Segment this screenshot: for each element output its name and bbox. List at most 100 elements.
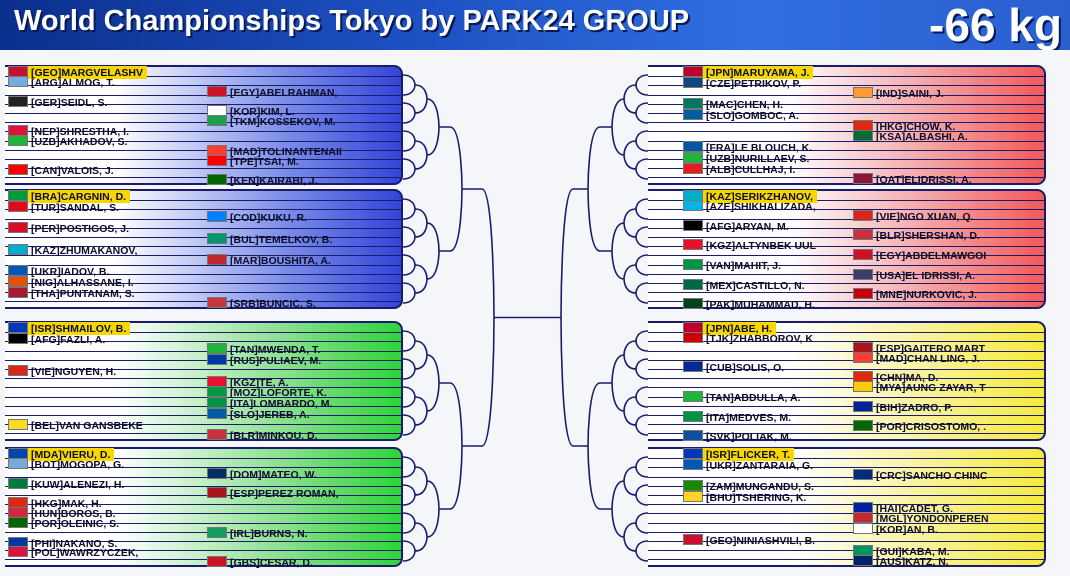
country-code: [KUW] xyxy=(31,478,64,491)
country-flag-icon xyxy=(683,258,703,270)
row-divider xyxy=(648,94,1044,96)
row-divider xyxy=(5,513,401,515)
pool-7 xyxy=(648,321,1046,441)
athlete-entry: [TPE]TSAI, M. xyxy=(207,154,299,168)
country-flag-icon xyxy=(8,200,28,212)
athlete-entry: [GEO]NINIASHVILI, B. xyxy=(683,533,815,547)
row-divider xyxy=(648,415,1044,416)
athlete-name: JEREB, A. xyxy=(258,408,310,421)
country-flag-icon xyxy=(683,66,703,77)
row-divider xyxy=(648,301,1044,303)
country-code: [GER] xyxy=(31,96,61,109)
country-code: [IND] xyxy=(876,88,902,101)
seeded-athlete: [JPN]MARUYAMA, J. xyxy=(683,66,814,79)
athlete-name: TEMELKOV, B. xyxy=(258,233,333,246)
seeded-athlete: [MDA]VIERU, D. xyxy=(8,448,115,461)
first-round-curve xyxy=(402,512,416,534)
athlete-name: SANCHO CHINC xyxy=(905,470,988,483)
athlete-name: POSTIGOS, J. xyxy=(59,223,130,236)
athlete-entry: [TJK]ZHABBOROV, K xyxy=(683,331,813,345)
athlete-name: AN, B. xyxy=(906,524,938,537)
country-flag-icon xyxy=(853,381,873,392)
athlete-name: GAITERO MART xyxy=(904,342,986,355)
athlete-name: MWENDA, T. xyxy=(257,344,321,357)
country-code: [AZE] xyxy=(706,200,734,213)
athlete-name: NGUYEN, H. xyxy=(54,365,117,378)
second-round-curve xyxy=(623,466,637,496)
country-flag-icon xyxy=(207,386,227,398)
row-divider xyxy=(648,495,1044,496)
row-divider xyxy=(648,200,1044,202)
athlete-name: AUNG ZAYAR, T xyxy=(905,382,986,394)
row-divider xyxy=(5,200,401,202)
country-flag-icon xyxy=(8,457,28,469)
row-divider xyxy=(5,177,401,179)
athlete-entry: [ALB]CULLHAJ, I. xyxy=(683,162,795,176)
country-code: [NEP] xyxy=(31,126,60,138)
country-code: [BUL] xyxy=(230,233,259,246)
country-flag-icon xyxy=(683,533,703,545)
country-flag-icon xyxy=(8,275,28,287)
first-round-curve xyxy=(635,158,649,180)
athlete-name: BOUSHITA, A. xyxy=(260,255,331,268)
athlete-entry: [KOR]AN, B. xyxy=(853,523,938,536)
athlete-entry: [RUS]PULIAEV, M. xyxy=(207,354,321,367)
country-code: [VAN] xyxy=(706,259,735,272)
semi-final-curve xyxy=(560,188,574,447)
athlete-name: MARGVELASHV xyxy=(61,67,144,79)
athlete-name: FAZLI, A. xyxy=(60,333,106,346)
athlete-entry: [USA]EL IDRISSI, A. xyxy=(853,268,976,282)
athlete-name: BOROS, B. xyxy=(60,508,116,520)
athlete-name: WAWRZYCZEK, xyxy=(59,547,139,560)
athlete-entry: [EGY]ABELRAHMAN, xyxy=(207,85,337,99)
athlete-entry: [MAD]CHAN LING, J. xyxy=(853,351,980,365)
athlete-entry: [KUW]ALENEZI, H. xyxy=(8,477,124,491)
athlete-name: LOMBARDO, M. xyxy=(253,398,333,411)
country-flag-icon xyxy=(853,209,873,221)
athlete-name: CARGNIN, D. xyxy=(60,191,127,203)
row-divider xyxy=(5,378,401,380)
athlete-entry: [UZB]AKHADOV, S. xyxy=(8,134,127,148)
athlete-entry: [AFG]ARYAN, M. xyxy=(683,219,789,233)
first-round-curve xyxy=(635,414,649,436)
country-code: [PHI] xyxy=(31,537,56,550)
country-flag-icon xyxy=(683,141,703,153)
pool-final-curve xyxy=(611,354,625,412)
athlete-entry: [AUS]KATZ, N. xyxy=(853,555,949,568)
athlete-name: VAN GANSBEKE xyxy=(59,419,143,432)
pool-4 xyxy=(5,447,403,567)
athlete-entry: [MAR]BOUSHITA, A. xyxy=(207,254,331,267)
country-code: [BIH] xyxy=(876,401,902,414)
country-flag-icon xyxy=(207,343,227,355)
athlete-name: SOLIS, O. xyxy=(735,362,785,375)
country-flag-icon xyxy=(683,361,703,373)
country-code: [SVK] xyxy=(706,431,735,444)
athlete-entry: [GUI]KABA, M. xyxy=(853,544,950,558)
row-divider xyxy=(648,227,1044,229)
athlete-name: EL IDRISSI, A. xyxy=(905,269,976,282)
athlete-entry: [CZE]PETRIKOV, P. xyxy=(683,76,802,90)
row-divider xyxy=(5,246,401,248)
athlete-name: ZANTARAIA, G. xyxy=(735,459,814,472)
country-code: [ITA] xyxy=(230,398,254,411)
second-round-curve xyxy=(414,140,428,170)
country-code: [QAT] xyxy=(876,174,905,187)
country-flag-icon xyxy=(207,467,227,479)
country-flag-icon xyxy=(683,490,703,502)
country-flag-icon xyxy=(683,331,703,343)
athlete-name: PETRIKOV, P. xyxy=(734,77,802,90)
country-code: [KOR] xyxy=(876,524,907,537)
athlete-name: MUNGANDU, S. xyxy=(735,481,814,494)
row-divider xyxy=(648,350,1044,352)
row-divider xyxy=(648,378,1044,380)
country-flag-icon xyxy=(207,85,227,97)
row-divider xyxy=(5,103,401,105)
row-divider xyxy=(648,283,1044,284)
athlete-name: CHEN, H. xyxy=(736,99,783,112)
athlete-entry: [MGL]YONDONPEREN xyxy=(853,512,989,525)
athlete-name: ARYAN, M. xyxy=(735,220,789,233)
row-divider xyxy=(5,140,401,142)
country-code: [GEO] xyxy=(31,67,62,79)
row-divider xyxy=(648,467,1044,469)
athlete-name: BUNCIC, S. xyxy=(259,298,316,311)
